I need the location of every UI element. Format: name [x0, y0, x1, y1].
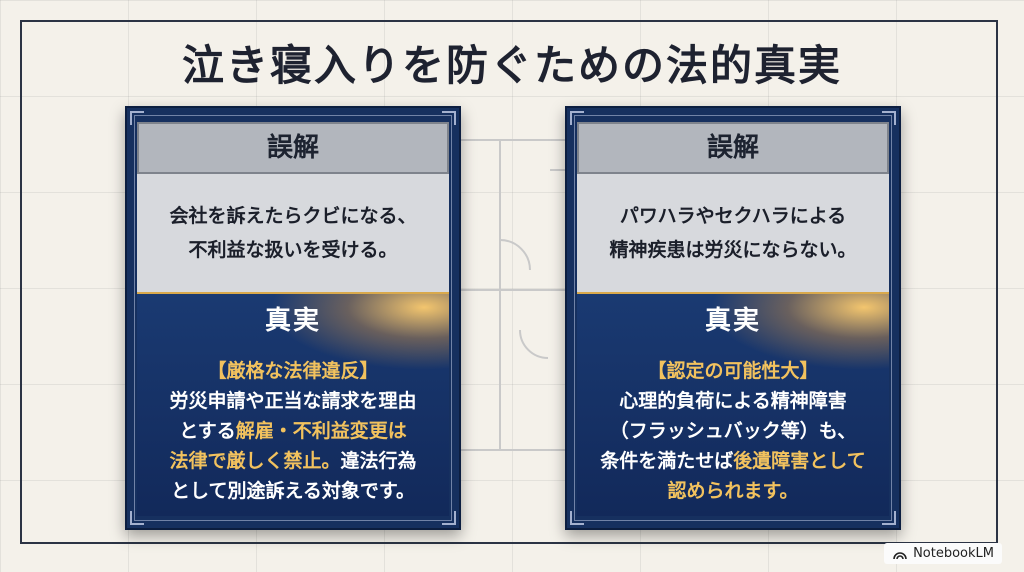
page-title: 泣き寝入りを防ぐための法的真実	[181, 41, 842, 90]
truth-panel: 真実 【認定の可能性大】 心理的負荷による精神障害 （フラッシュバック等）も、 …	[577, 292, 889, 516]
truth-fragment: 認められます。	[667, 480, 799, 502]
notebooklm-logo-icon	[893, 551, 907, 559]
misconception-line: 不利益な扱いを受ける。	[188, 239, 398, 261]
truth-panel: 真実 【厳格な法律違反】 労災申請や正当な請求を理由 とする解雇・不利益変更は …	[137, 292, 449, 516]
misconception-line: 精神疾患は労災にならない。	[609, 239, 857, 261]
misconception-text: 会社を訴えたらクビになる、 不利益な扱いを受ける。	[137, 174, 449, 292]
truth-fragment: 後遺障害として	[733, 450, 866, 472]
corner-ornament	[130, 511, 144, 525]
truth-text: 【認定の可能性大】 心理的負荷による精神障害 （フラッシュバック等）も、 条件を…	[585, 356, 881, 506]
watermark-text: NotebookLM	[913, 546, 994, 561]
slide-frame	[20, 20, 998, 544]
truth-fragment: 違法行為	[340, 450, 417, 472]
truth-fragment: （フラッシュバック等）も、	[609, 420, 857, 442]
corner-ornament	[882, 511, 896, 525]
truth-fragment: 【厳格な法律違反】	[207, 360, 379, 382]
truth-line: 条件を満たせば後遺障害として	[585, 446, 881, 476]
corner-ornament	[570, 511, 584, 525]
truth-fragment: 労災申請や正当な請求を理由	[169, 390, 417, 412]
truth-fragment: 法律で厳しく禁止。	[169, 450, 341, 472]
corner-ornament	[570, 111, 584, 125]
truth-line: 認められます。	[585, 476, 881, 506]
truth-fragment: 心理的負荷による精神障害	[619, 390, 847, 412]
notebooklm-watermark: NotebookLM	[884, 543, 1002, 564]
corner-ornament	[130, 111, 144, 125]
truth-line: （フラッシュバック等）も、	[585, 416, 881, 446]
truth-line: 労災申請や正当な請求を理由	[145, 386, 441, 416]
truth-heading: 真実	[704, 306, 761, 336]
corner-ornament	[442, 111, 456, 125]
truth-line: とする解雇・不利益変更は	[145, 416, 441, 446]
corner-ornament	[882, 111, 896, 125]
truth-line: 法律で厳しく禁止。違法行為	[145, 446, 441, 476]
truth-text: 【厳格な法律違反】 労災申請や正当な請求を理由 とする解雇・不利益変更は 法律で…	[145, 356, 441, 506]
card-misconception-dismissal: 誤解 会社を訴えたらクビになる、 不利益な扱いを受ける。 真実 【厳格な法律違反…	[125, 106, 461, 530]
truth-fragment: 条件を満たせば	[600, 450, 734, 472]
truth-line: として別途訴える対象です。	[145, 476, 441, 506]
truth-fragment: とする	[179, 420, 236, 442]
misconception-line: 会社を訴えたらクビになる、	[169, 205, 417, 227]
corner-ornament	[442, 511, 456, 525]
misconception-text: パワハラやセクハラによる 精神疾患は労災にならない。	[577, 174, 889, 292]
truth-fragment: として別途訴える対象です。	[171, 480, 415, 502]
truth-line: 【厳格な法律違反】	[145, 356, 441, 386]
card-misconception-mental-illness: 誤解 パワハラやセクハラによる 精神疾患は労災にならない。 真実 【認定の可能性…	[565, 106, 901, 530]
misconception-line: パワハラやセクハラによる	[619, 205, 847, 227]
misconception-heading: 誤解	[137, 122, 449, 174]
misconception-heading: 誤解	[577, 122, 889, 174]
truth-fragment: 解雇・不利益変更は	[235, 420, 407, 442]
truth-heading: 真実	[264, 306, 321, 336]
truth-fragment: 【認定の可能性大】	[647, 360, 819, 382]
truth-line: 心理的負荷による精神障害	[585, 386, 881, 416]
truth-line: 【認定の可能性大】	[585, 356, 881, 386]
